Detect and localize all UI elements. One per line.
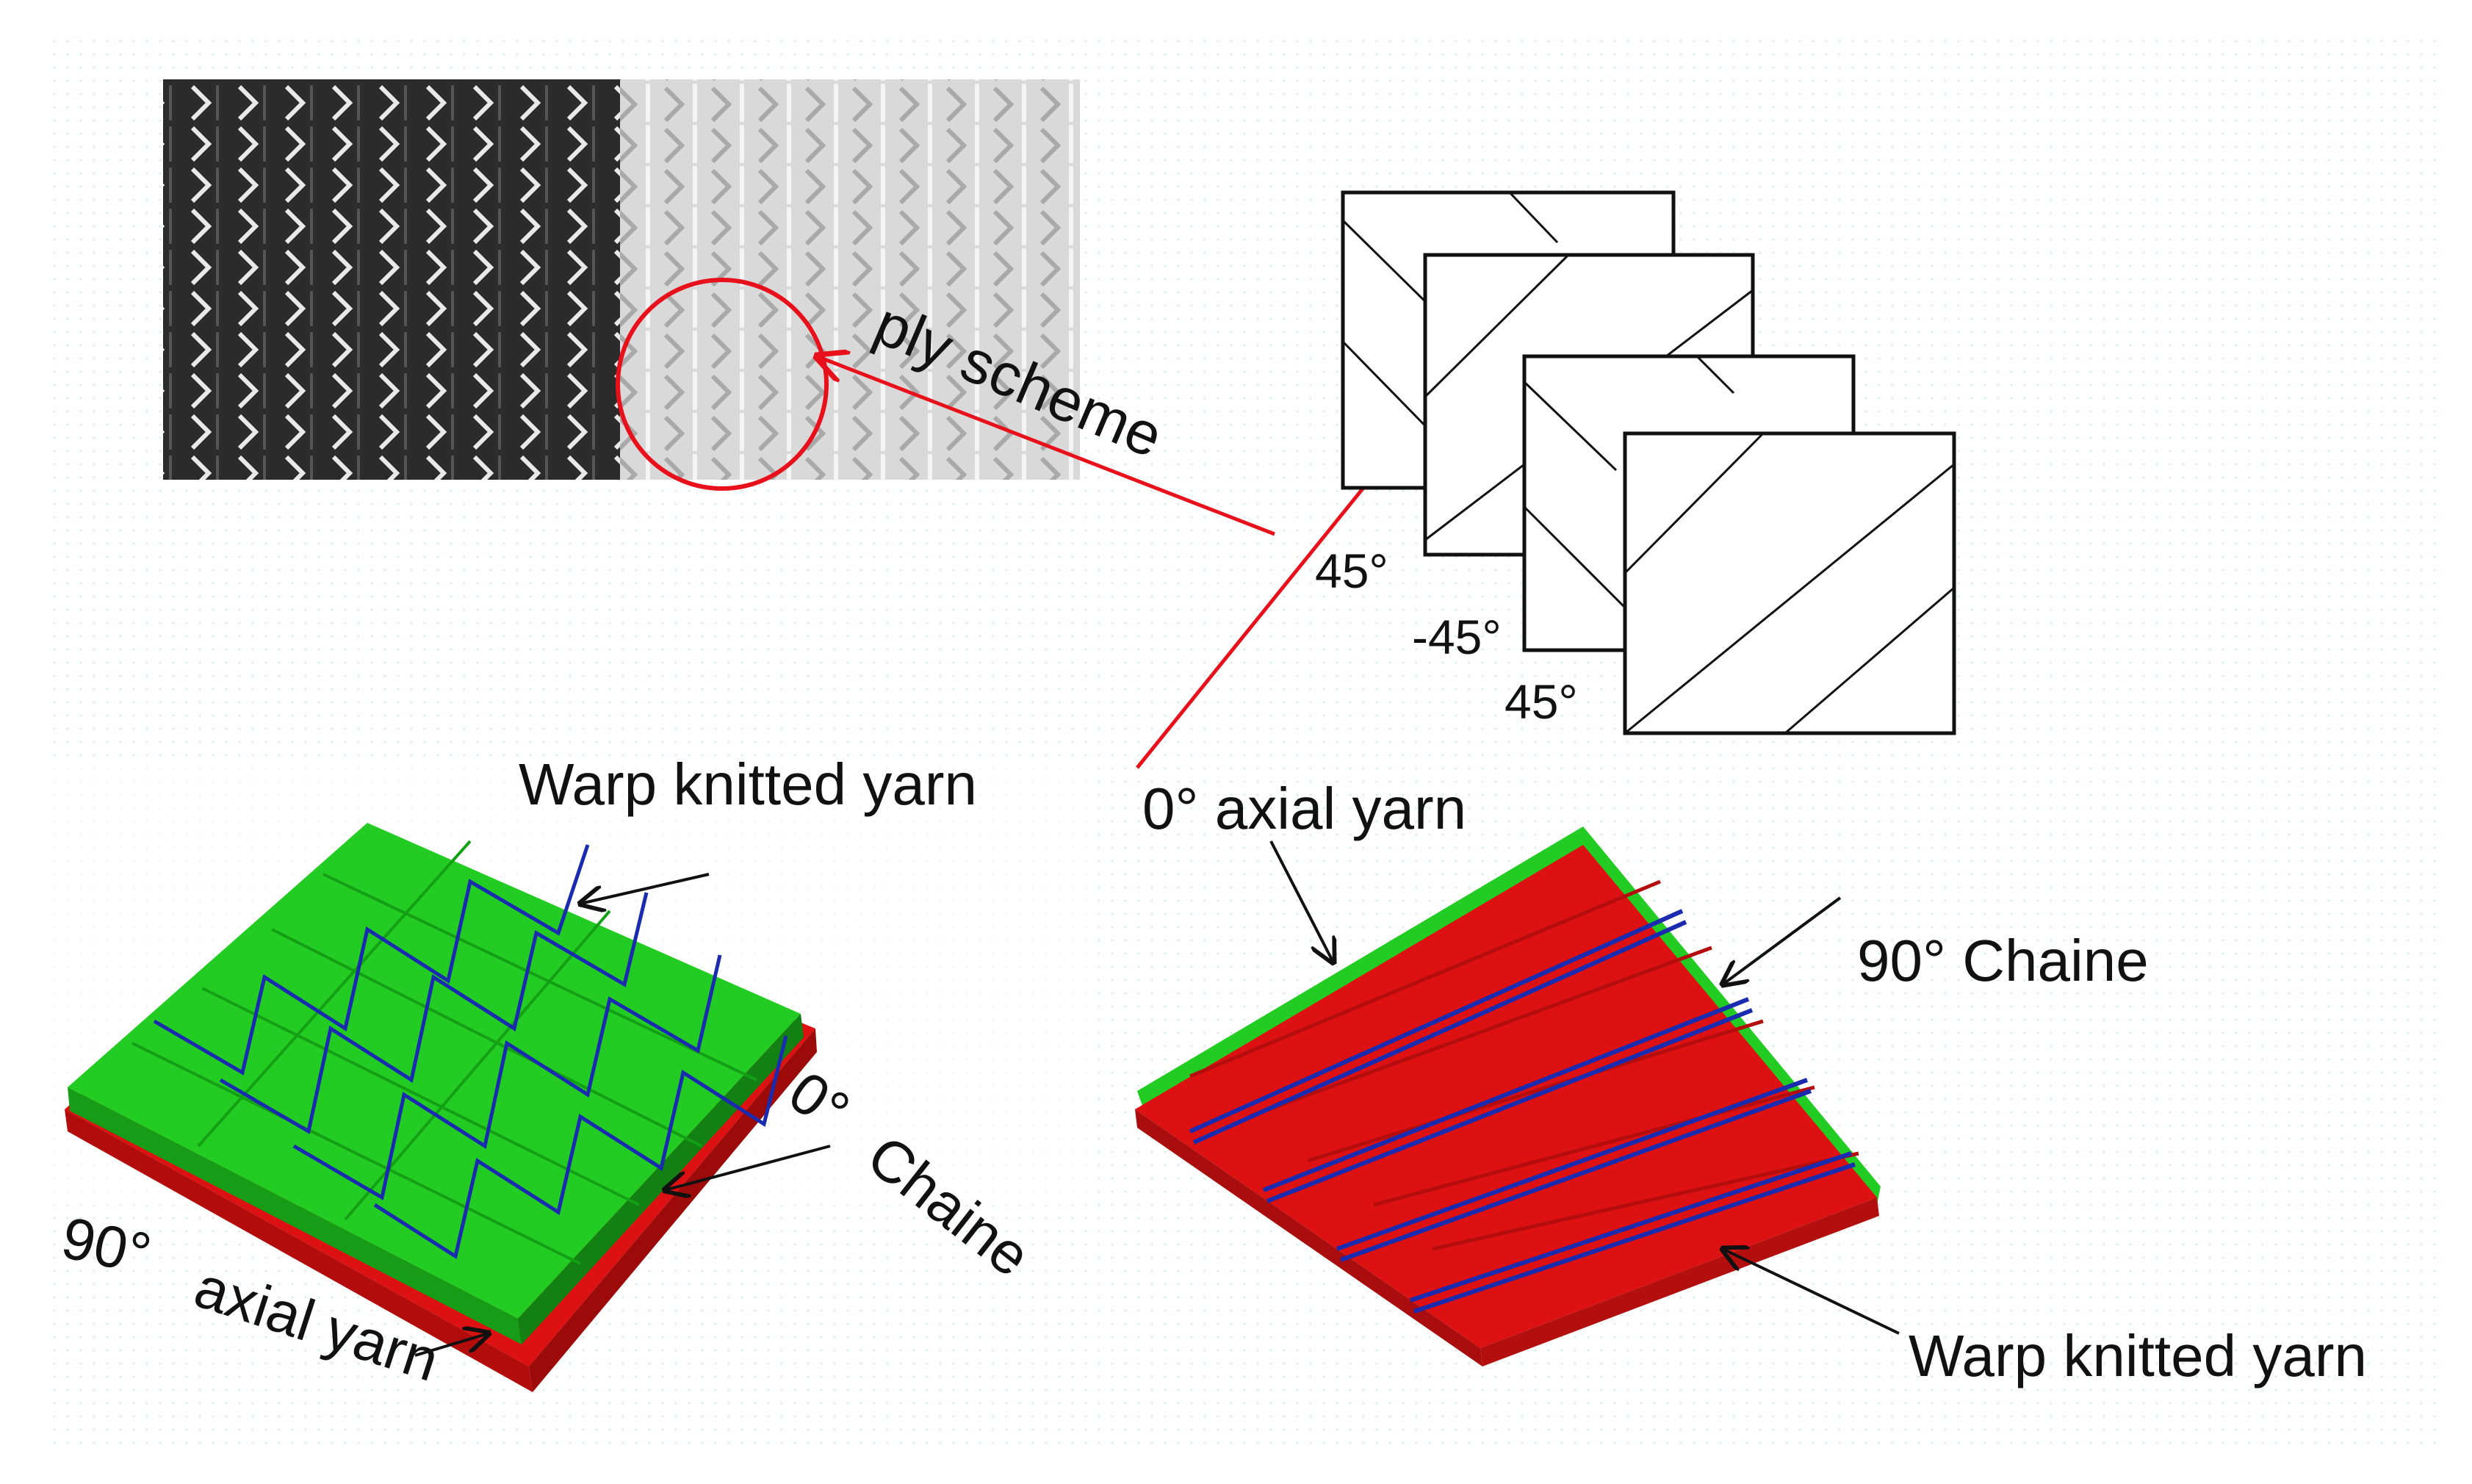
axial-pointer-arrow: [1136, 446, 1397, 769]
chaine-left-arrow: [665, 1145, 831, 1190]
fabric-photo-icon: [163, 79, 1080, 480]
chaine-right-arrow: [1723, 896, 1842, 984]
left-fabric-model: [65, 823, 817, 1392]
axial-yarn-right-arrow: [1269, 840, 1333, 962]
angle-45-label-1: 45°: [1315, 544, 1388, 598]
angle-minus45-label: -45°: [1412, 610, 1502, 664]
axial-yarn-left-arrow: [414, 1333, 489, 1357]
zero-axial-yarn-label: 0° axial yarn: [1142, 776, 1466, 841]
warp-yarn-right-arrow: [1723, 1249, 1900, 1335]
ninety-chaine-right-label: 90° Chaine: [1857, 928, 2149, 993]
warp-knitted-yarn-right-label: Warp knitted yarn: [1909, 1323, 2367, 1388]
red-circle-icon: [616, 278, 829, 491]
angle-45-label-2: 45°: [1505, 674, 1578, 729]
warp-knitted-yarn-left-label: Warp knitted yarn: [519, 752, 977, 817]
warp-yarn-left-arrow: [580, 873, 710, 904]
ply-scheme-arrow: [817, 356, 1275, 536]
ply-layer-4: [1623, 431, 1956, 735]
right-fabric-model: [1135, 826, 1881, 1366]
